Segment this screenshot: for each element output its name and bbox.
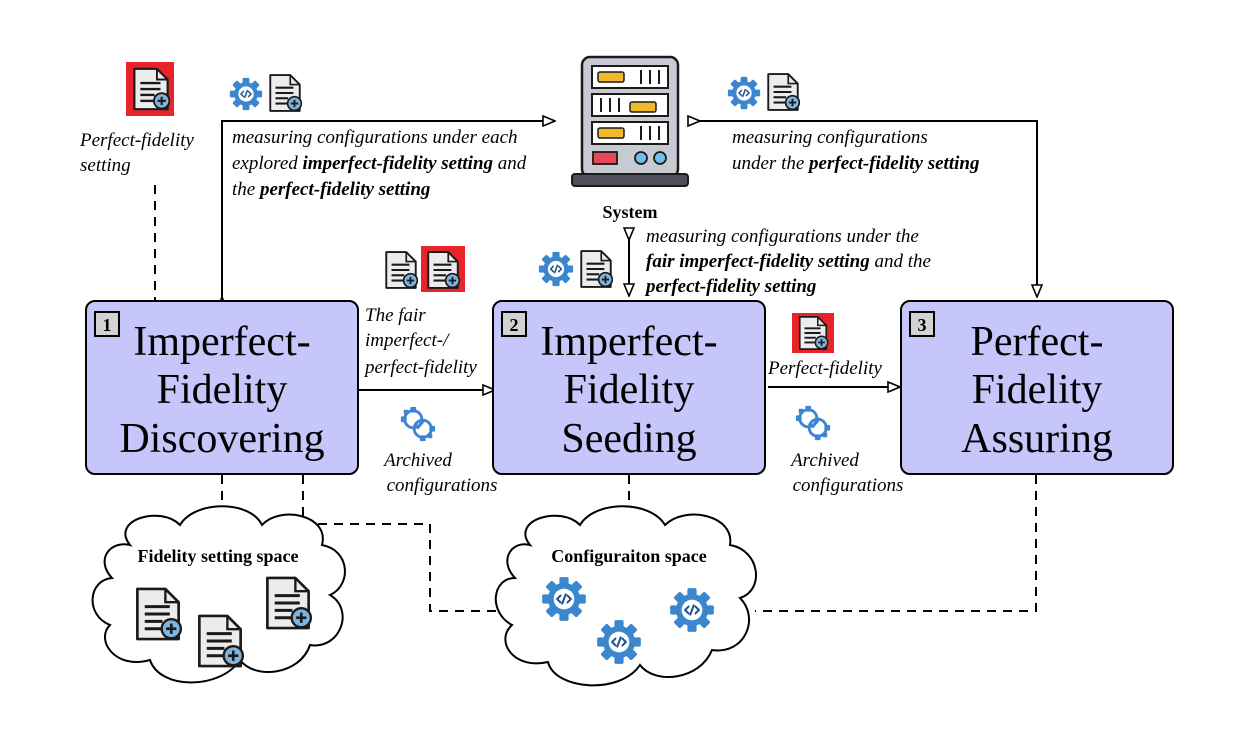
perfect-setting-doc-icon xyxy=(421,246,465,292)
fair-arrow-line1: The fair xyxy=(365,305,426,326)
fidelity-space-label: Fidelity setting space xyxy=(138,546,299,566)
stage-number: 3 xyxy=(918,315,927,335)
system-label: System xyxy=(603,202,658,222)
document-plus-icon xyxy=(265,576,312,630)
connectors xyxy=(222,121,1037,390)
config-space-label: Configuraiton space xyxy=(551,546,707,566)
document-plus-icon xyxy=(135,587,182,641)
cloud-icon xyxy=(494,505,757,687)
gear-code-icon xyxy=(229,77,263,111)
arrow-to-system-left xyxy=(222,121,555,297)
stage-title-line3: Assuring xyxy=(961,416,1113,462)
stage-1: 1 Imperfect- Fidelity Discovering xyxy=(85,300,359,475)
stage-title-line3: Discovering xyxy=(119,416,324,462)
gear-code-icon xyxy=(541,576,587,622)
measure-left-line2: explored imperfect-fidelity setting and xyxy=(232,153,527,174)
stage-title-line2: Fidelity xyxy=(157,367,288,413)
document-plus-icon xyxy=(269,74,302,112)
stage-number: 2 xyxy=(510,315,519,335)
document-plus-icon xyxy=(385,251,418,289)
measure-left-line1: measuring configurations under each xyxy=(232,127,518,148)
measure-mid-line1: measuring configurations under the xyxy=(646,226,919,247)
archived-1-line1: Archived xyxy=(382,450,452,471)
perfect-setting-doc-icon xyxy=(126,62,174,116)
arrow-to-system-right xyxy=(700,121,1037,297)
document-plus-icon xyxy=(197,614,244,668)
stage-2: 2 Imperfect- Fidelity Seeding xyxy=(492,300,766,475)
stage-3: 3 Perfect- Fidelity Assuring xyxy=(900,300,1174,475)
gear-code-icon xyxy=(669,587,715,633)
measure-mid-line3: perfect-fidelity setting xyxy=(644,276,816,297)
stage-title-line1: Imperfect- xyxy=(540,319,717,365)
perfect-arrow-label: Perfect-fidelity xyxy=(767,358,883,379)
fair-arrow-line3: perfect-fidelity xyxy=(363,357,477,378)
gear-code-icon xyxy=(727,76,761,110)
archived-1-line2: configurations xyxy=(387,475,498,496)
archive-gears-icon xyxy=(399,405,437,443)
perfect-setting-doc-icon xyxy=(792,313,834,353)
archive-gears-icon xyxy=(794,404,832,442)
measure-left-line3: the perfect-fidelity setting xyxy=(232,179,430,200)
stage-title-line1: Perfect- xyxy=(971,319,1104,365)
perfect-setting-label-line1: Perfect-fidelity xyxy=(79,130,195,151)
stage-title-line3: Seeding xyxy=(561,416,696,462)
gear-code-icon xyxy=(596,619,642,665)
document-plus-icon xyxy=(580,250,613,288)
measure-right-line2: under the perfect-fidelity setting xyxy=(732,153,979,174)
stage-title-line2: Fidelity xyxy=(564,367,695,413)
stage-title-line2: Fidelity xyxy=(972,367,1103,413)
stage-title-line1: Imperfect- xyxy=(133,319,310,365)
document-plus-icon xyxy=(767,73,800,111)
server-icon xyxy=(571,55,689,187)
archived-2-line1: Archived xyxy=(789,450,859,471)
perfect-setting-label-line2: setting xyxy=(80,155,131,176)
archived-2-line2: configurations xyxy=(793,475,904,496)
fair-arrow-line2: imperfect-/ xyxy=(365,330,450,351)
measure-right-line1: measuring configurations xyxy=(732,127,928,148)
measure-mid-line2: fair imperfect-fidelity setting and the xyxy=(646,251,931,272)
gear-code-icon xyxy=(538,251,574,287)
stage-number: 1 xyxy=(103,315,112,335)
